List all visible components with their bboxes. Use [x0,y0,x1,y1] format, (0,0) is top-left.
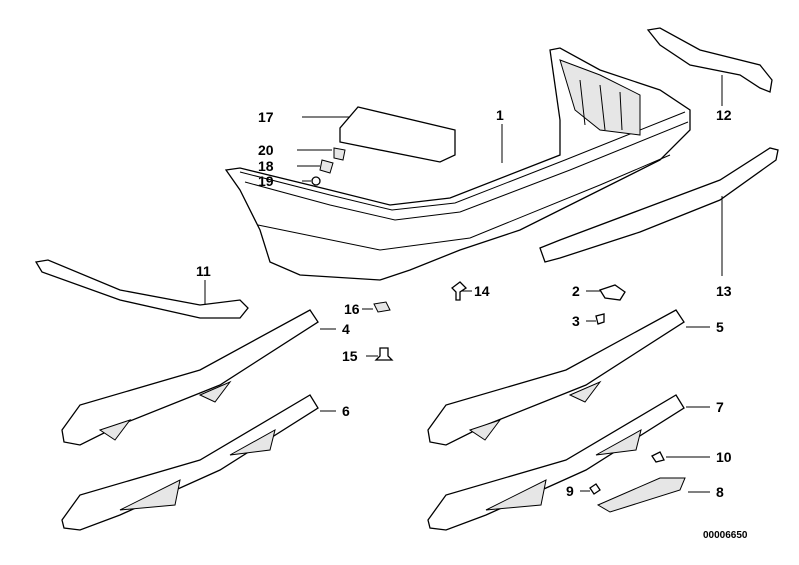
callout-16: 16 [344,301,360,317]
cover-part-8 [596,477,686,513]
trim-strip-right-part-12 [646,27,773,93]
callout-14: 14 [474,283,490,299]
clip-part-16 [373,301,391,313]
callout-3: 3 [572,313,580,329]
callout-4: 4 [342,321,350,337]
callout-1: 1 [496,107,504,123]
callout-10: 10 [716,449,732,465]
spoiler-part-5 [427,309,685,446]
callout-17: 17 [258,109,274,125]
clip-part-9 [589,483,601,495]
cover-part-2 [599,284,626,301]
callout-9: 9 [566,483,574,499]
callout-12: 12 [716,107,732,123]
callout-18: 18 [258,158,274,174]
moulding-strip-part-13 [539,147,779,263]
callout-6: 6 [342,403,350,419]
clip-part-3 [595,313,605,325]
callout-15: 15 [342,348,358,364]
clip-part-10 [651,451,665,463]
callout-13: 13 [716,283,732,299]
spoiler-part-4 [61,309,319,446]
callout-5: 5 [716,319,724,335]
callout-19: 19 [258,173,274,189]
screw-part-19 [311,176,321,186]
callout-7: 7 [716,399,724,415]
callout-8: 8 [716,484,724,500]
callout-2: 2 [572,283,580,299]
trim-strip-left-part-11 [34,259,249,319]
drawing-number: 00006650 [703,530,748,541]
callout-11: 11 [196,263,211,279]
bracket-part-17 [339,106,456,163]
rear-bumper-part-1 [224,47,691,281]
spoiler-part-7 [427,394,685,531]
clip-part-14 [451,281,468,301]
callout-20: 20 [258,142,274,158]
clip-part-20 [333,147,346,161]
nut-part-18 [319,159,334,174]
leader-lines [204,75,723,493]
spoiler-part-6 [61,394,319,531]
screw-part-15 [374,347,394,361]
